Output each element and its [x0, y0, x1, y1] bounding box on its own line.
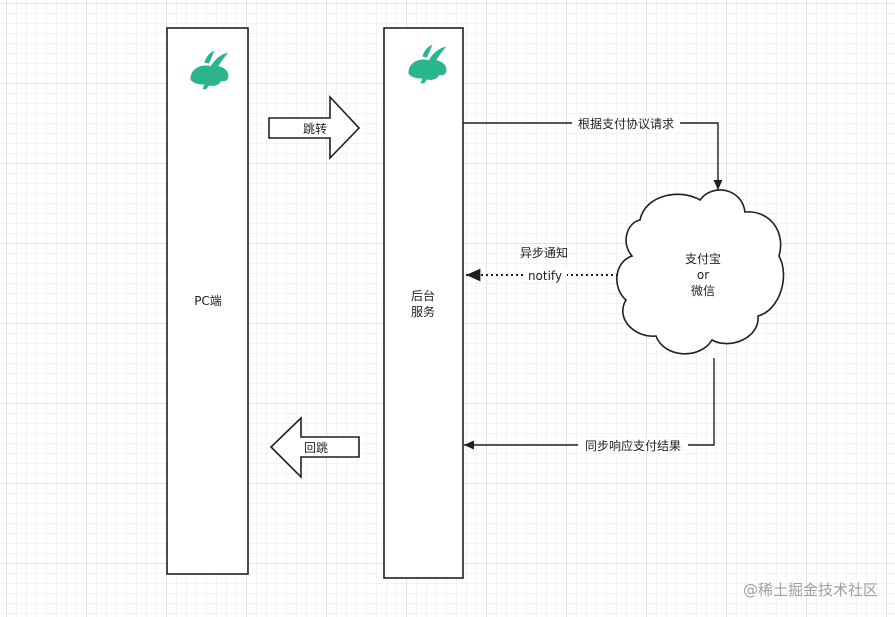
request-connector: 根据支付协议请求 — [463, 116, 723, 190]
redirect-label: 跳转 — [303, 121, 327, 136]
payment-label-line2: or — [697, 268, 709, 282]
pc-label: PC端 — [194, 294, 222, 308]
async-notify-sublabel: notify — [528, 269, 562, 283]
server-node: 后台 服务 — [383, 27, 464, 579]
sync-response-label: 同步响应支付结果 — [585, 438, 681, 453]
async-notify-connector: 异步通知 notify — [466, 246, 618, 283]
payment-cloud-node: 支付宝 or 微信 — [616, 189, 785, 355]
sync-response-connector: 同步响应支付结果 — [464, 358, 715, 453]
server-box — [383, 27, 464, 579]
server-label-line2: 服务 — [411, 304, 435, 319]
pc-box — [166, 27, 249, 575]
request-label: 根据支付协议请求 — [578, 116, 674, 131]
async-notify-label: 异步通知 — [520, 246, 568, 260]
pc-node: PC端 — [166, 27, 249, 575]
cloud-shape — [616, 189, 785, 355]
return-arrow: 回跳 — [269, 416, 360, 479]
payment-label-line1: 支付宝 — [685, 252, 721, 266]
return-label: 回跳 — [304, 441, 328, 455]
payment-label-line3: 微信 — [691, 284, 715, 298]
server-label-line1: 后台 — [411, 288, 435, 303]
watermark: @稀土掘金技术社区 — [743, 581, 878, 599]
redirect-arrow: 跳转 — [268, 94, 361, 160]
